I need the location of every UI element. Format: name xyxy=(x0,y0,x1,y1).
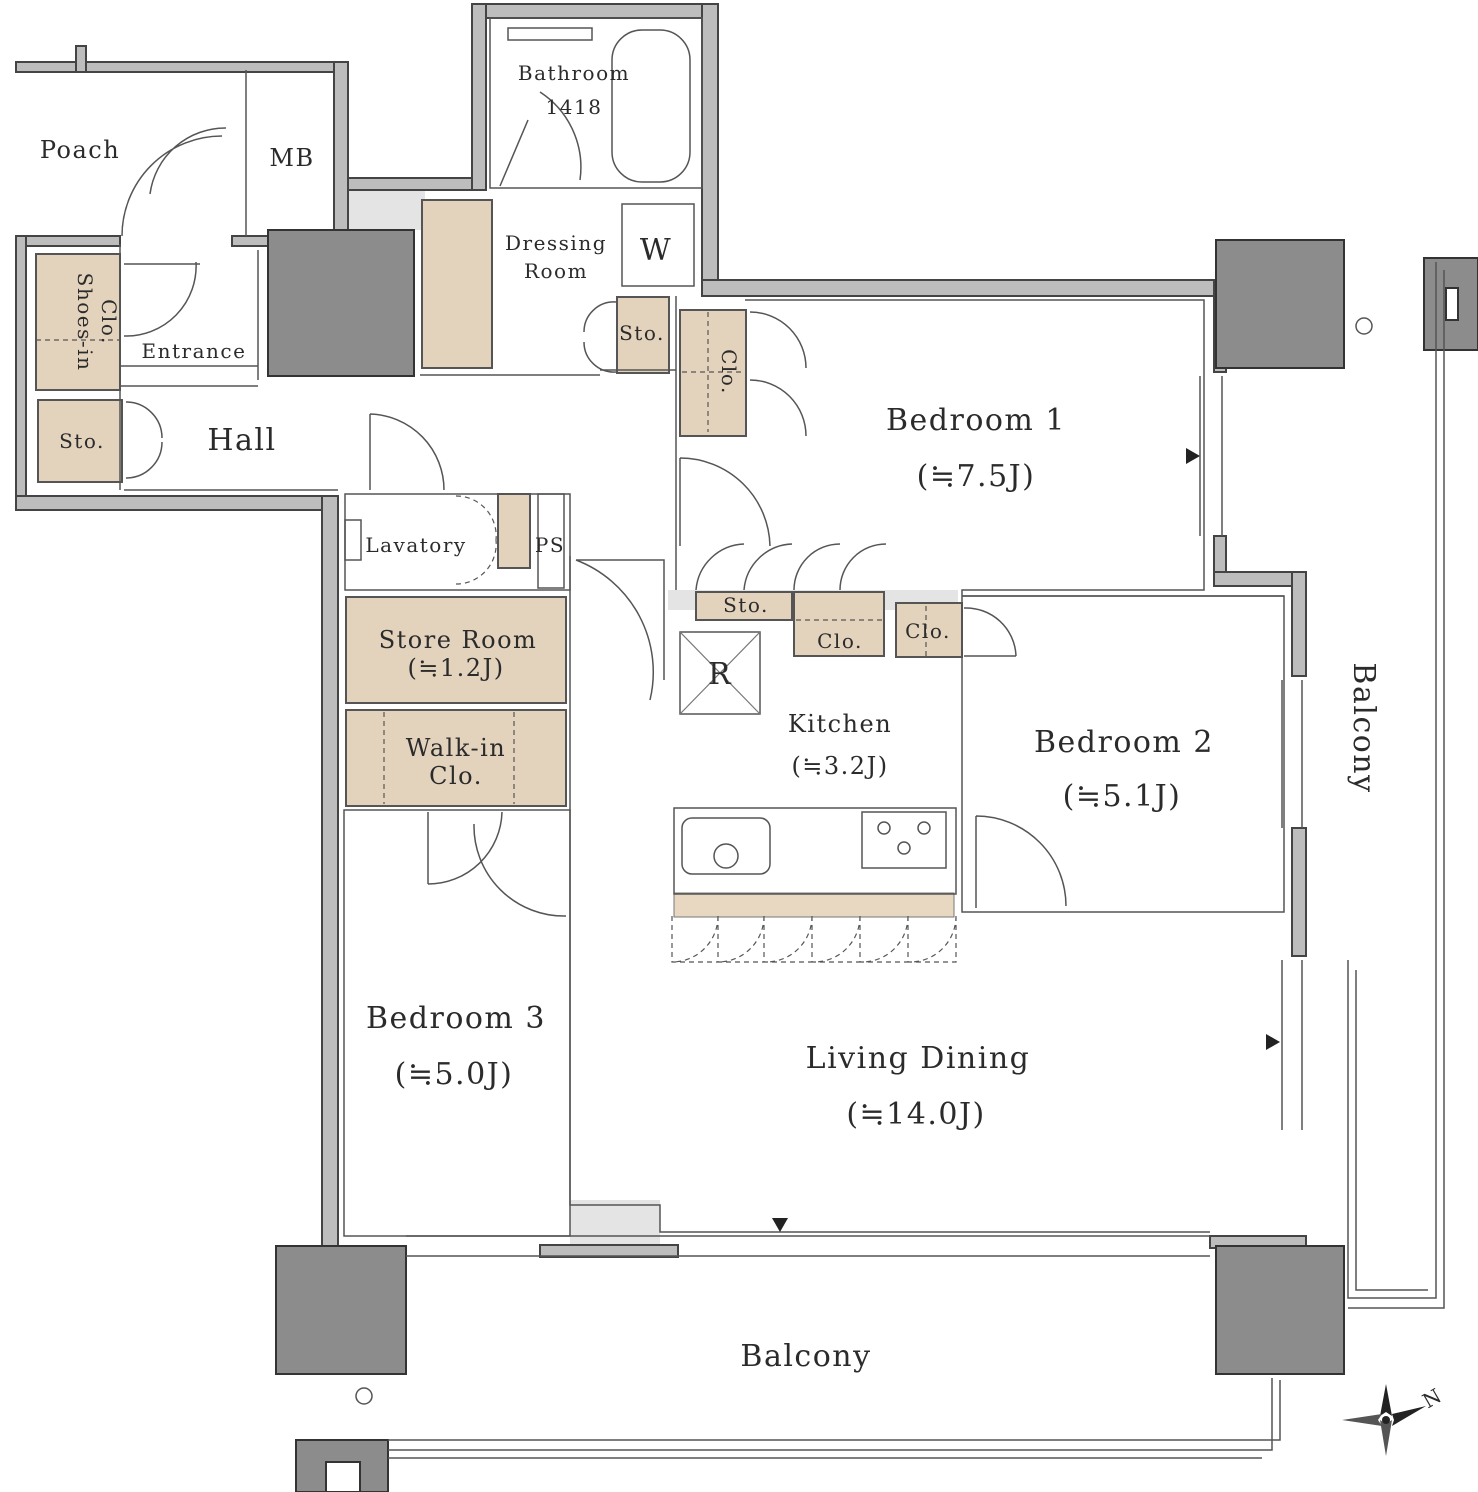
hall-storage-label: Sto. xyxy=(59,429,105,453)
dressing-room-label-line1: Dressing xyxy=(505,231,607,255)
shoes-in-closet-label-line1: Shoes-in xyxy=(73,273,97,372)
north-label: N xyxy=(1418,1383,1446,1413)
bedroom3-size-label: (≒5.0J) xyxy=(395,1057,514,1092)
bedroom2-label: Bedroom 2 xyxy=(1034,725,1214,760)
kitchen-label: Kitchen xyxy=(788,710,892,738)
bathroom-size-label: 1418 xyxy=(546,95,603,119)
storage-areas xyxy=(35,199,963,918)
living-dining-size-label: (≒14.0J) xyxy=(846,1097,985,1132)
window-markers xyxy=(355,317,1373,1405)
bedroom1-label: Bedroom 1 xyxy=(886,403,1066,438)
dressing-room-label-line2: Room xyxy=(524,259,588,283)
bedroom1-closet-label: Clo. xyxy=(717,349,741,395)
bedroom2-size-label: (≒5.1J) xyxy=(1063,779,1182,814)
doors xyxy=(36,91,1067,963)
walk-in-closet-label-line2: Clo. xyxy=(429,762,483,790)
store-room-size-label: (≒1.2J) xyxy=(407,654,504,682)
living-dining-label: Living Dining xyxy=(806,1041,1031,1076)
walls xyxy=(15,3,1307,1258)
shoes-in-closet-label-line2: Clo. xyxy=(97,299,121,345)
hall-label: Hall xyxy=(207,423,276,458)
bedroom2-closet-label: Clo. xyxy=(905,619,951,643)
walk-in-closet-label-line1: Walk-in xyxy=(406,734,506,762)
balcony-right-label: Balcony xyxy=(1346,662,1381,793)
store-room-label: Store Room xyxy=(379,626,538,654)
kitchen-storage-label: Sto. xyxy=(723,593,769,617)
poach-label: Poach xyxy=(40,136,120,164)
washer-label: W xyxy=(640,233,672,268)
entrance-label: Entrance xyxy=(142,339,247,363)
bathroom-label: Bathroom xyxy=(518,61,630,85)
bedroom3-label: Bedroom 3 xyxy=(366,1001,546,1036)
columns xyxy=(267,229,1478,1492)
bedroom1-size-label: (≒7.5J) xyxy=(917,459,1036,494)
ps-label: PS xyxy=(535,533,565,557)
mb-label: MB xyxy=(269,144,314,172)
fridge-label: R xyxy=(708,657,732,692)
kitchen-size-label: (≒3.2J) xyxy=(791,752,888,780)
dressing-storage-label: Sto. xyxy=(619,321,665,345)
room-labels: Poach MB Bathroom 1418 Dressing Room W E… xyxy=(40,61,1447,1413)
lavatory-label: Lavatory xyxy=(365,533,466,557)
partitions xyxy=(119,17,1445,1459)
compass-icon xyxy=(1342,1384,1426,1456)
kitchen-closet-label: Clo. xyxy=(817,629,863,653)
balcony-bottom-label: Balcony xyxy=(740,1339,871,1374)
